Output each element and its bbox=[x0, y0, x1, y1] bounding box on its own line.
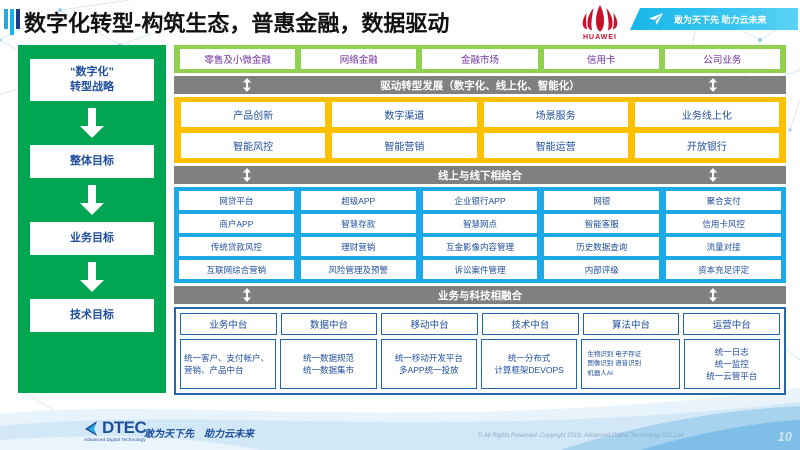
footer-slogan: 敢为天下先 助力云未来 bbox=[144, 429, 254, 440]
strategy-item-0-line2: 转型战略 bbox=[70, 81, 114, 93]
channel-cell-2-1[interactable]: 理财营销 bbox=[300, 237, 416, 256]
copyright-text: © All Rights Reserved. Copyright 2019, A… bbox=[478, 433, 684, 439]
platform-header-0[interactable]: 业务中台 bbox=[180, 313, 277, 335]
paper-plane-icon bbox=[649, 13, 663, 25]
business-line-band: 零售及小微金融 网络金融 金融市场 信用卡 公司业务 bbox=[174, 45, 786, 73]
channel-cell-3-4[interactable]: 资本充足评定 bbox=[666, 260, 781, 279]
channel-cell-0-1[interactable]: 超级APP bbox=[300, 191, 416, 210]
arrow-down-icon bbox=[30, 255, 154, 299]
double-arrow-icon bbox=[243, 78, 251, 92]
title-bar: 数字化转型-构筑生态，普惠金融，数据驱动 HUAWEI 敢为天下先 助力云未来 bbox=[0, 0, 800, 42]
platform-header-3[interactable]: 技术中台 bbox=[482, 313, 579, 335]
platform-body-3[interactable]: 统一分布式计算框架DEVOPS bbox=[480, 339, 578, 389]
transformation-cell-0-3[interactable]: 业务线上化 bbox=[634, 102, 779, 127]
platform-body-0[interactable]: 统一客户、支付帐户、营销、产品中台 bbox=[180, 339, 277, 389]
huawei-logo: HUAWEI bbox=[576, 2, 624, 41]
business-line-2[interactable]: 金融市场 bbox=[422, 49, 538, 69]
channel-cell-3-3[interactable]: 内部评级 bbox=[544, 260, 660, 279]
channel-row-3: 互联网综合营销 风险管理及预警 诉讼案件管理 内部评级 资本充足评定 bbox=[179, 260, 781, 279]
double-arrow-icon bbox=[709, 288, 717, 302]
channel-cell-2-4[interactable]: 流量对接 bbox=[666, 237, 781, 256]
business-line-3[interactable]: 信用卡 bbox=[543, 49, 659, 69]
channel-cell-2-3[interactable]: 历史数据查询 bbox=[544, 237, 660, 256]
channel-cell-1-3[interactable]: 智能客服 bbox=[544, 214, 660, 233]
business-line-4[interactable]: 公司业务 bbox=[664, 49, 781, 69]
transformation-row-1: 智能风控 智能营销 智能运营 开放银行 bbox=[181, 133, 779, 158]
divider-1-label: 驱动转型发展（数字化、线上化、智能化） bbox=[380, 79, 580, 92]
channel-row-2: 传统贷款风控 理财营销 互金影像内容管理 历史数据查询 流量对接 bbox=[179, 237, 781, 256]
channel-cell-0-0[interactable]: 网贷平台 bbox=[179, 191, 294, 210]
transformation-cell-0-1[interactable]: 数字渠道 bbox=[332, 102, 477, 127]
strategy-item-1: 整体目标 bbox=[30, 145, 154, 178]
platform-header-2[interactable]: 移动中台 bbox=[381, 313, 479, 335]
huawei-wordmark: HUAWEI bbox=[583, 34, 617, 41]
channel-cell-1-2[interactable]: 智慧网点 bbox=[422, 214, 538, 233]
business-line-0[interactable]: 零售及小微金融 bbox=[180, 49, 296, 69]
platform-header-1[interactable]: 数据中台 bbox=[280, 313, 378, 335]
footer-wave-decoration bbox=[0, 388, 800, 450]
transformation-cell-1-3[interactable]: 开放银行 bbox=[634, 133, 779, 158]
platform-header-5[interactable]: 运营中台 bbox=[683, 313, 781, 335]
double-arrow-icon bbox=[243, 288, 251, 302]
platform-header-4[interactable]: 算法中台 bbox=[582, 313, 680, 335]
channel-cell-2-2[interactable]: 互金影像内容管理 bbox=[422, 237, 538, 256]
title-accent-bars-icon bbox=[4, 9, 20, 35]
platform-body-row: 统一客户、支付帐户、营销、产品中台 统一数据规范统一数据集市 统一移动开发平台多… bbox=[180, 339, 780, 389]
channel-cell-1-4[interactable]: 信用卡风控 bbox=[666, 214, 781, 233]
platform-body-4[interactable]: 生物识别 电子存证图像识别 语音识别机器人AI bbox=[581, 339, 680, 389]
slide-body: “数字化” 转型战略 整体目标 业务目标 技术目标 零售及小微金融 网络金融 金… bbox=[0, 42, 800, 402]
channel-cell-1-0[interactable]: 商户APP bbox=[179, 214, 294, 233]
transformation-cell-0-0[interactable]: 产品创新 bbox=[181, 102, 326, 127]
channel-cell-0-2[interactable]: 企业银行APP bbox=[422, 191, 538, 210]
platform-body-2[interactable]: 统一移动开发平台多APP统一投放 bbox=[380, 339, 477, 389]
strategy-column: “数字化” 转型战略 整体目标 业务目标 技术目标 bbox=[18, 45, 166, 393]
double-arrow-icon bbox=[709, 168, 717, 182]
divider-2-label: 线上与线下相结合 bbox=[438, 169, 522, 182]
strategy-item-0-line1: “数字化” bbox=[70, 66, 114, 78]
brand-banner-text: 敢为天下先 助力云未来 bbox=[674, 14, 767, 25]
channel-cell-0-4[interactable]: 聚合支付 bbox=[666, 191, 781, 210]
page-title: 数字化转型-构筑生态，普惠金融，数据驱动 bbox=[24, 11, 450, 36]
double-arrow-icon bbox=[243, 168, 251, 182]
transformation-cell-0-2[interactable]: 场景服务 bbox=[483, 102, 628, 127]
transformation-block: 产品创新 数字渠道 场景服务 业务线上化 智能风控 智能营销 智能运营 开放银行 bbox=[174, 97, 786, 163]
dtec-mark-icon bbox=[85, 421, 97, 436]
channel-block: 网贷平台 超级APP 企业银行APP 网银 聚合支付 商户APP 智慧存款 智慧… bbox=[174, 187, 786, 283]
channel-cell-3-2[interactable]: 诉讼案件管理 bbox=[422, 260, 538, 279]
strategy-item-2: 业务目标 bbox=[30, 222, 154, 255]
divider-3-label: 业务与科技相融合 bbox=[438, 289, 522, 302]
divider-driving-transformation: 驱动转型发展（数字化、线上化、智能化） bbox=[174, 76, 786, 94]
channel-cell-2-0[interactable]: 传统贷款风控 bbox=[179, 237, 294, 256]
strategy-item-3: 技术目标 bbox=[30, 299, 154, 332]
page-number: 10 bbox=[777, 429, 792, 444]
channel-cell-1-1[interactable]: 智慧存款 bbox=[300, 214, 416, 233]
dtec-wordmark: DTEC bbox=[102, 418, 147, 437]
arrow-down-icon bbox=[30, 101, 154, 145]
platform-block: 业务中台 数据中台 移动中台 技术中台 算法中台 运营中台 统一客户、支付帐户、… bbox=[174, 307, 786, 395]
channel-cell-0-3[interactable]: 网银 bbox=[544, 191, 660, 210]
divider-business-tech: 业务与科技相融合 bbox=[174, 286, 786, 304]
double-arrow-icon bbox=[709, 78, 717, 92]
transformation-row-0: 产品创新 数字渠道 场景服务 业务线上化 bbox=[181, 102, 779, 127]
brand-banner: 敢为天下先 助力云未来 bbox=[630, 8, 798, 30]
transformation-cell-1-0[interactable]: 智能风控 bbox=[181, 133, 326, 158]
content-column: 零售及小微金融 网络金融 金融市场 信用卡 公司业务 驱动转型发展（数字化、线上… bbox=[174, 45, 786, 395]
dtec-logo: DTEC Advanced Digital Technology bbox=[84, 418, 147, 442]
platform-header-row: 业务中台 数据中台 移动中台 技术中台 算法中台 运营中台 bbox=[180, 313, 781, 335]
transformation-cell-1-1[interactable]: 智能营销 bbox=[332, 133, 477, 158]
business-line-1[interactable]: 网络金融 bbox=[301, 49, 417, 69]
channel-cell-3-1[interactable]: 风险管理及预警 bbox=[300, 260, 416, 279]
divider-online-offline: 线上与线下相结合 bbox=[174, 166, 786, 184]
channel-row-0: 网贷平台 超级APP 企业银行APP 网银 聚合支付 bbox=[179, 191, 781, 210]
arrow-down-icon bbox=[30, 178, 154, 222]
strategy-item-0: “数字化” 转型战略 bbox=[30, 59, 154, 101]
dtec-tagline: Advanced Digital Technology bbox=[84, 437, 146, 442]
channel-row-1: 商户APP 智慧存款 智慧网点 智能客服 信用卡风控 bbox=[179, 214, 781, 233]
platform-body-5[interactable]: 统一日志统一监控统一云管平台 bbox=[683, 339, 780, 389]
transformation-cell-1-2[interactable]: 智能运营 bbox=[483, 133, 628, 158]
footer: DTEC Advanced Digital Technology 敢为天下先 助… bbox=[0, 402, 800, 450]
platform-body-1[interactable]: 统一数据规范统一数据集市 bbox=[280, 339, 377, 389]
channel-cell-3-0[interactable]: 互联网综合营销 bbox=[179, 260, 294, 279]
